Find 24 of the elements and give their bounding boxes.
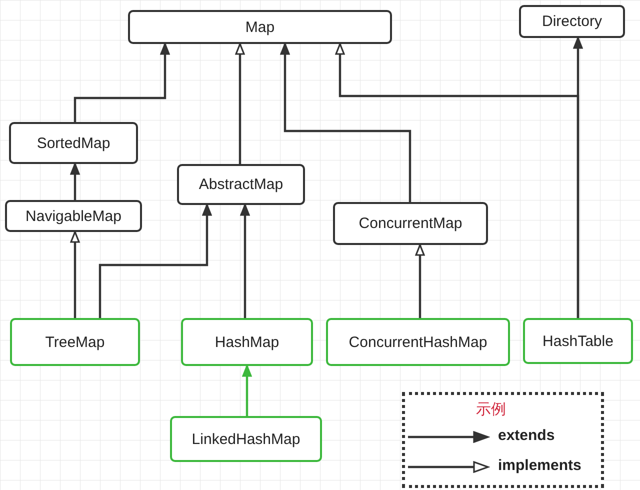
arrow	[242, 365, 252, 416]
class-box: ConcurrentHashMap	[326, 318, 510, 366]
arrow	[74, 43, 170, 122]
legend-label: extends	[498, 427, 555, 444]
arrow	[70, 231, 80, 318]
interface-box: Map	[128, 10, 392, 44]
arrow	[70, 163, 80, 200]
interface-box: NavigableMap	[5, 200, 142, 232]
class-box: HashTable	[523, 318, 633, 364]
class-box: TreeMap	[10, 318, 140, 366]
arrow	[98, 204, 212, 318]
arrow	[335, 43, 580, 318]
legend-title: 示例	[476, 400, 506, 419]
legend-label: implements	[498, 457, 582, 474]
interface-box: SortedMap	[9, 122, 138, 164]
arrow	[235, 43, 245, 164]
class-box: LinkedHashMap	[170, 416, 322, 462]
interface-box: Directory	[519, 5, 625, 38]
interface-box: ConcurrentMap	[333, 202, 488, 245]
class-box: HashMap	[181, 318, 313, 366]
arrow	[415, 244, 425, 318]
interface-box: AbstractMap	[177, 164, 305, 205]
arrow	[280, 43, 412, 202]
arrow	[240, 204, 250, 318]
